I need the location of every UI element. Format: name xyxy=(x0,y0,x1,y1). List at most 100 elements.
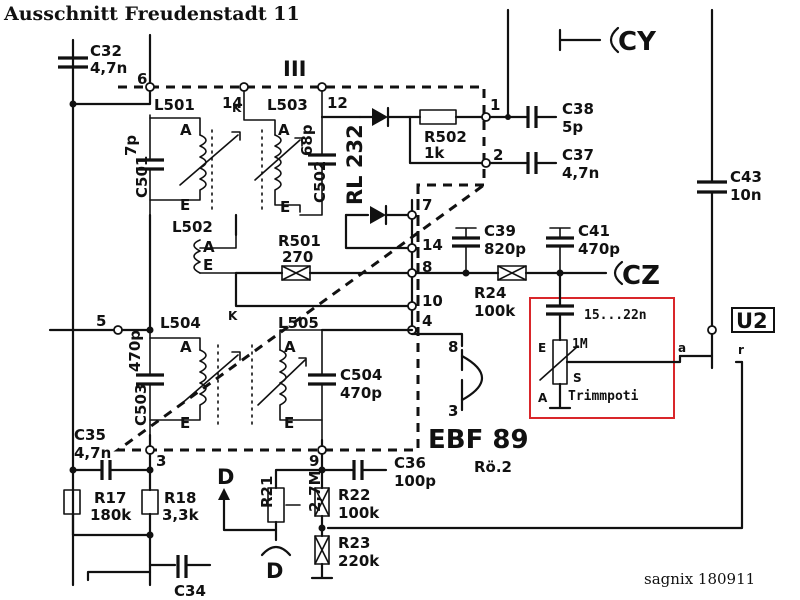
addon-pot-ground xyxy=(548,382,572,410)
c501-value: 7p xyxy=(122,135,140,156)
r502-value: 1k xyxy=(424,144,445,162)
diagram-title: Ausschnitt Freudenstadt 11 xyxy=(3,3,300,25)
l505-coil xyxy=(257,329,323,421)
c37-ref: C37 xyxy=(562,146,594,164)
c504-ref: C504 xyxy=(340,366,382,384)
wire-pin4-tube xyxy=(410,332,464,348)
pin1-label: 1 xyxy=(490,96,500,114)
c36-value: 100p xyxy=(394,472,436,490)
pin13-label: 14 xyxy=(222,94,243,112)
pin5-terminal xyxy=(113,325,123,335)
c34-capacitor xyxy=(176,555,188,578)
c38-ref: C38 xyxy=(562,100,594,118)
c37-value: 4,7n xyxy=(562,164,599,182)
wire-box-bottom xyxy=(148,433,324,448)
r23-ground xyxy=(310,562,334,580)
u2-box xyxy=(731,307,775,333)
addon-pot-value: 1M xyxy=(572,337,588,352)
c503-ref: C503 xyxy=(132,384,150,426)
pin12-terminal xyxy=(317,82,327,92)
d-top-arrow-icon xyxy=(218,488,230,500)
c36-capacitor xyxy=(352,460,388,480)
c35-value: 4,7n xyxy=(74,444,111,462)
addon-pin-s: S xyxy=(573,371,582,385)
r22-value: 100k xyxy=(338,504,380,522)
r24-resistor xyxy=(497,265,527,281)
c502-ref: C502 xyxy=(311,161,329,203)
addon-cap-value: 15...22n xyxy=(584,308,647,323)
pin3-terminal xyxy=(145,445,155,455)
cy-plug-icon xyxy=(609,26,620,54)
addon-pot-label: Trimmpoti xyxy=(568,389,639,404)
c36-ref: C36 xyxy=(394,454,426,472)
l502-coil xyxy=(193,234,237,274)
c39-ref: C39 xyxy=(484,222,516,240)
rl232-diode-bottom xyxy=(370,204,414,226)
l504-coil xyxy=(149,337,241,421)
c35-ref: C35 xyxy=(74,426,106,444)
pin14-terminal xyxy=(407,243,417,253)
l501-coil xyxy=(149,117,241,201)
l503-tap-a: A xyxy=(278,121,290,139)
wire-l502-pin10 xyxy=(234,271,414,308)
addon-pin-a: A xyxy=(538,391,548,405)
rl232-ref: RL 232 xyxy=(343,124,367,205)
wire-diode-pin2 xyxy=(408,115,484,165)
cy-label: CY xyxy=(618,27,657,57)
wire-r17-bottom xyxy=(71,512,152,537)
pin13-terminal xyxy=(239,82,249,92)
tube-pin3: 3 xyxy=(448,402,458,420)
a-terminal-label: a xyxy=(678,341,686,355)
module-label: III xyxy=(283,57,306,81)
r501-value: 270 xyxy=(282,248,313,266)
pin14-label: 14 xyxy=(422,236,443,254)
wire-bottom-left xyxy=(86,570,152,582)
c502-value: 68p xyxy=(298,124,316,156)
addon-trimpot-arrow xyxy=(539,345,579,381)
c43-ref: C43 xyxy=(730,168,762,186)
r501-resistor xyxy=(281,265,311,281)
c32-capacitor xyxy=(58,39,88,79)
cz-plug-icon xyxy=(613,260,624,286)
pin7-terminal xyxy=(407,210,417,220)
r-terminal-label: r xyxy=(738,343,744,357)
c39-value: 820p xyxy=(484,240,526,258)
pin2-terminal xyxy=(481,158,491,168)
pin8-terminal xyxy=(407,268,417,278)
rl232-diode-top xyxy=(358,106,422,128)
c41-capacitor xyxy=(546,227,574,274)
r22-ref: R22 xyxy=(338,486,370,504)
cz-label: CZ xyxy=(622,261,660,291)
r24-value: 100k xyxy=(474,302,516,320)
d-top-label: D xyxy=(217,465,234,489)
l502-tap-a: A xyxy=(203,238,215,256)
r23-resistor xyxy=(314,535,330,565)
pin10-terminal xyxy=(407,301,417,311)
c501-capacitor xyxy=(136,114,164,216)
c37-capacitor xyxy=(526,152,558,174)
c43-value: 10n xyxy=(730,186,762,204)
c41-value: 470p xyxy=(578,240,620,258)
l503-ref: L503 xyxy=(267,96,308,114)
pin1-terminal xyxy=(481,112,491,122)
credit-text: sagnix 180911 xyxy=(644,570,755,588)
l505-tap-e: E xyxy=(284,414,294,432)
wire-r-bottom xyxy=(326,360,744,530)
r21-ref: R21 xyxy=(258,476,276,508)
l504-tap-e: E xyxy=(180,414,190,432)
c41-ref: C41 xyxy=(578,222,610,240)
pin3-label: 3 xyxy=(156,452,166,470)
l501-tap-a: A xyxy=(180,121,192,139)
pin6-terminal xyxy=(145,82,155,92)
r502-resistor xyxy=(419,109,457,125)
c503-value: 470p xyxy=(126,330,144,372)
c38-value: 5p xyxy=(562,118,583,136)
c35-capacitor xyxy=(100,460,152,480)
junction-r17-r18 xyxy=(146,531,154,539)
l504-k-label: K xyxy=(228,309,238,323)
l503-tap-e: E xyxy=(280,198,290,216)
c32-value: 4,7n xyxy=(90,59,127,77)
d-bottom-plug-icon xyxy=(260,545,292,557)
